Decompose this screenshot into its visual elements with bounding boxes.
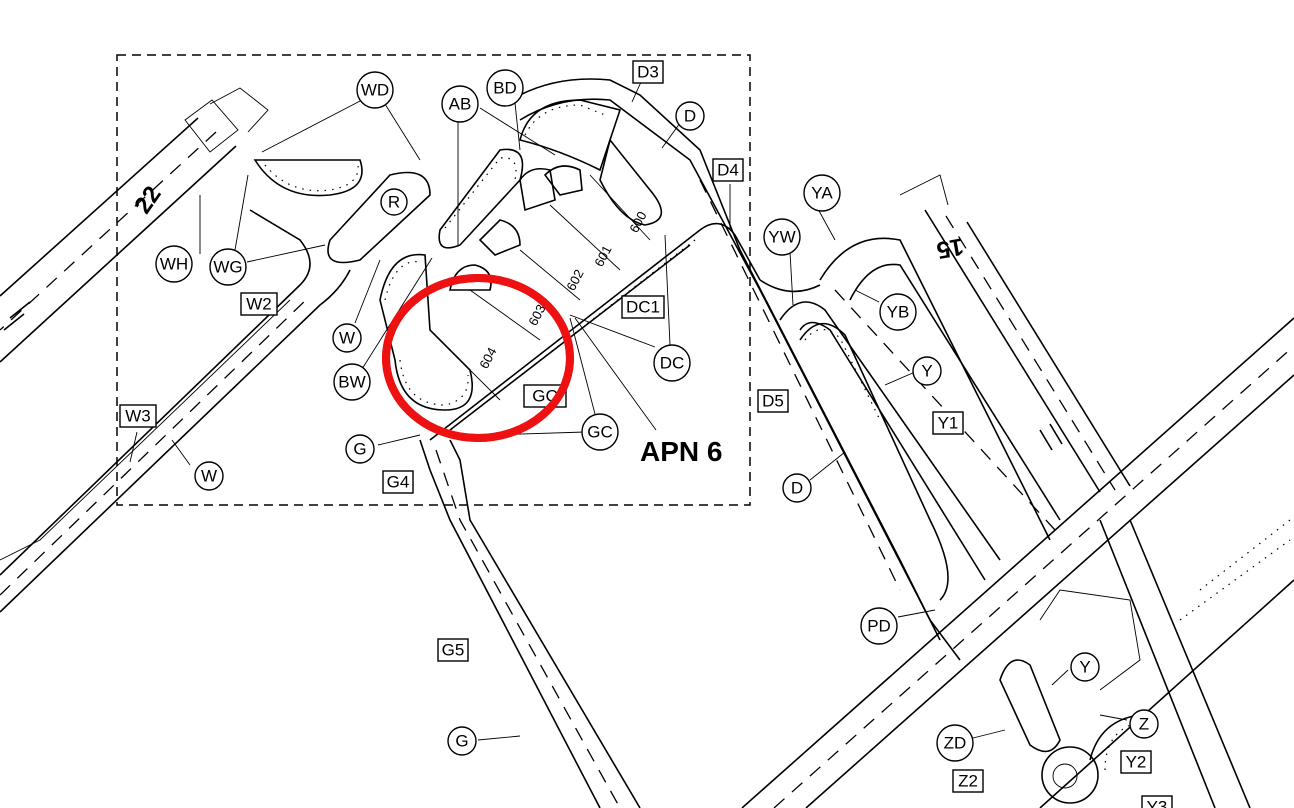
label-bd: BD [493, 79, 517, 98]
runway-crossing [741, 317, 1294, 808]
label-w: W [201, 467, 217, 486]
taxiway-g [419, 222, 761, 808]
label-dc: DC [660, 354, 685, 373]
runway-22-label: 22 [129, 181, 166, 218]
taxiway-y [759, 237, 1061, 541]
box-y3: Y3 [1147, 798, 1168, 808]
label-yw: YW [768, 228, 795, 247]
runway-15 [899, 174, 1131, 493]
box-dc1: DC1 [626, 298, 660, 317]
label-d: D [684, 107, 696, 126]
box-y2: Y2 [1126, 753, 1147, 772]
stand-604: 604 [476, 345, 499, 371]
label-pd: PD [867, 617, 891, 636]
box-w3: W3 [125, 407, 151, 426]
box-w2: W2 [246, 295, 272, 314]
label-g: G [353, 440, 366, 459]
label-y: Y [1079, 658, 1090, 677]
label-d: D [791, 479, 803, 498]
leader-lines [129, 81, 1128, 741]
circle-labels [155, 69, 1159, 762]
label-r: R [388, 193, 400, 212]
apron-label: APN 6 [640, 436, 722, 467]
label-wd: WD [361, 81, 389, 100]
label-g: G [455, 732, 468, 751]
label-gc: GC [587, 423, 613, 442]
label-y: Y [921, 362, 932, 381]
label-wg: WG [213, 258, 242, 277]
stand-centerlines [429, 174, 651, 401]
label-z: Z [1139, 715, 1149, 734]
highlight-circle-overlay [382, 274, 574, 442]
label-wh: WH [160, 255, 188, 274]
runway-15-label: 15 [935, 232, 966, 263]
label-bw: BW [338, 373, 365, 392]
box-d3: D3 [637, 63, 659, 82]
box-z2: Z2 [958, 772, 978, 791]
label-yb: YB [887, 303, 910, 322]
box-y1: Y1 [938, 414, 959, 433]
label-ya: YA [811, 184, 833, 203]
label-ab: AB [449, 95, 472, 114]
label-zd: ZD [944, 734, 967, 753]
box-g4: G4 [387, 473, 410, 492]
box-g5: G5 [442, 641, 465, 660]
apron-stands [253, 99, 1291, 804]
box-d5: D5 [762, 392, 784, 411]
box-d4: D4 [717, 161, 739, 180]
apron-boundary [116, 54, 751, 506]
taxiway-w [0, 209, 351, 613]
runway-22 [0, 87, 269, 363]
label-w: W [339, 329, 355, 348]
stand-600: 600 [626, 209, 649, 235]
box-labels [119, 60, 1173, 808]
